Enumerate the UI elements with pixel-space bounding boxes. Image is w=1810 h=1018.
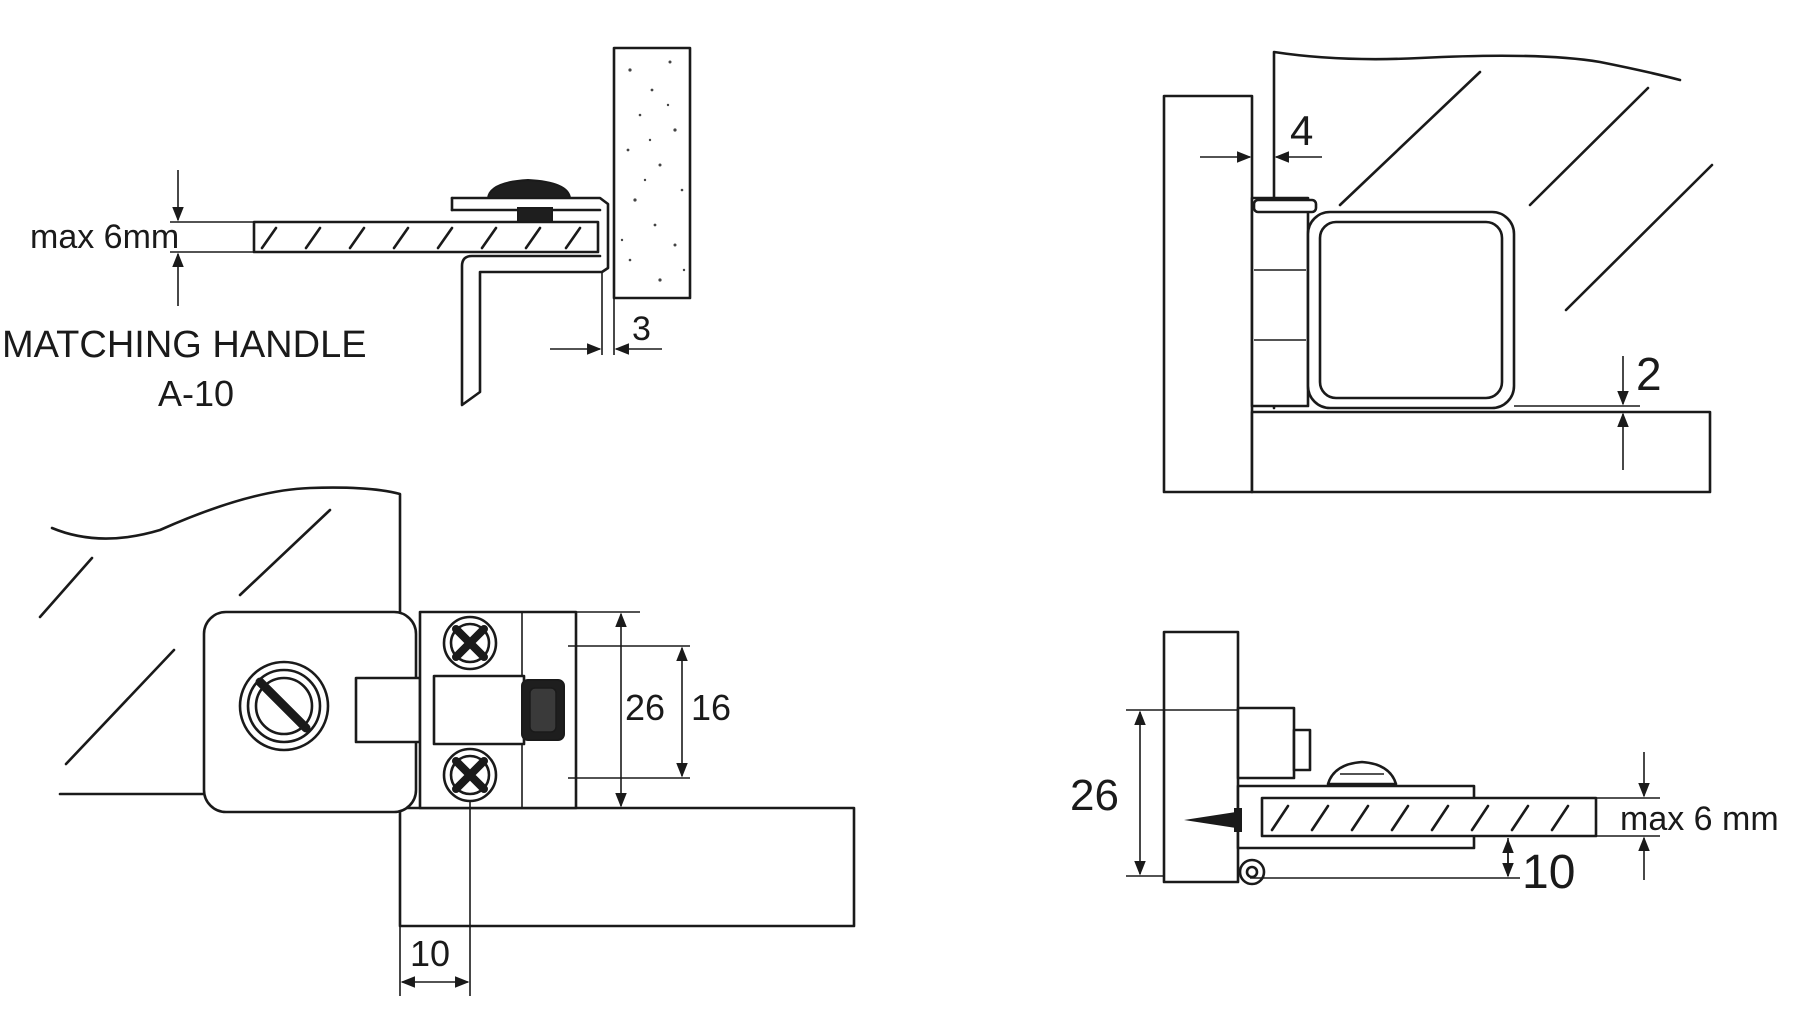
glass-hatching — [1270, 804, 1570, 832]
glass-door-hatching — [1338, 70, 1714, 312]
speckle-texture — [620, 60, 686, 282]
lock-clamp-body — [450, 196, 610, 407]
glass-door-hatching — [38, 508, 332, 766]
lock-housing-inner — [1318, 220, 1504, 400]
diagram-bottom-right-side-view: 26 max 6 mm 10 — [1070, 630, 1779, 899]
lock-top-cap — [1252, 198, 1318, 214]
height-label: 26 — [1070, 771, 1119, 820]
lock-mount-plate — [1250, 196, 1310, 408]
side-gap-label: 4 — [1290, 107, 1313, 154]
thickness-label: max 6 mm — [1620, 800, 1779, 838]
cabinet-side-panel — [1162, 630, 1240, 884]
bottom-gap-label: 2 — [1636, 348, 1662, 400]
glass-hatching — [260, 226, 582, 250]
offset-label: 10 — [1522, 846, 1575, 899]
lock-catch-body — [432, 674, 526, 746]
bottom-shelf — [1250, 410, 1712, 494]
lock-housing — [1306, 210, 1516, 410]
cabinet-side-panel — [612, 46, 692, 300]
lock-grip-pad — [517, 207, 553, 223]
diagram-top-right-front-view: 4 2 — [1162, 50, 1714, 494]
glass-panel — [1260, 796, 1598, 838]
key-cylinder-inner — [254, 676, 314, 736]
gap-label: 3 — [632, 310, 651, 348]
diagram-bottom-left-front-view: 26 16 10 — [38, 486, 856, 996]
outer-height-label: 26 — [625, 687, 665, 728]
lock-knob — [486, 178, 572, 199]
diagram-top-left-side-view: max 6mm MATCHING HANDLE A-10 3 — [2, 46, 692, 414]
matching-handle-title: MATCHING HANDLE — [2, 324, 367, 366]
lock-bolt — [354, 676, 422, 744]
lock-body — [1236, 706, 1296, 780]
lock-bolt-tip — [1292, 728, 1312, 772]
key-slot — [255, 677, 311, 733]
lock-screw-head — [1326, 760, 1398, 786]
glass-door-outline — [50, 486, 402, 808]
inner-height-label: 16 — [691, 687, 731, 728]
glass-thickness-label: max 6mm — [30, 218, 179, 256]
fixing-pin — [1184, 812, 1236, 828]
bottom-shelf — [398, 806, 856, 928]
cabinet-side-panel — [1162, 94, 1254, 494]
matching-handle-code: A-10 — [158, 373, 234, 414]
offset-label: 10 — [410, 933, 450, 974]
key-cylinder-middle — [246, 668, 322, 744]
hinge-pin — [1238, 858, 1266, 886]
